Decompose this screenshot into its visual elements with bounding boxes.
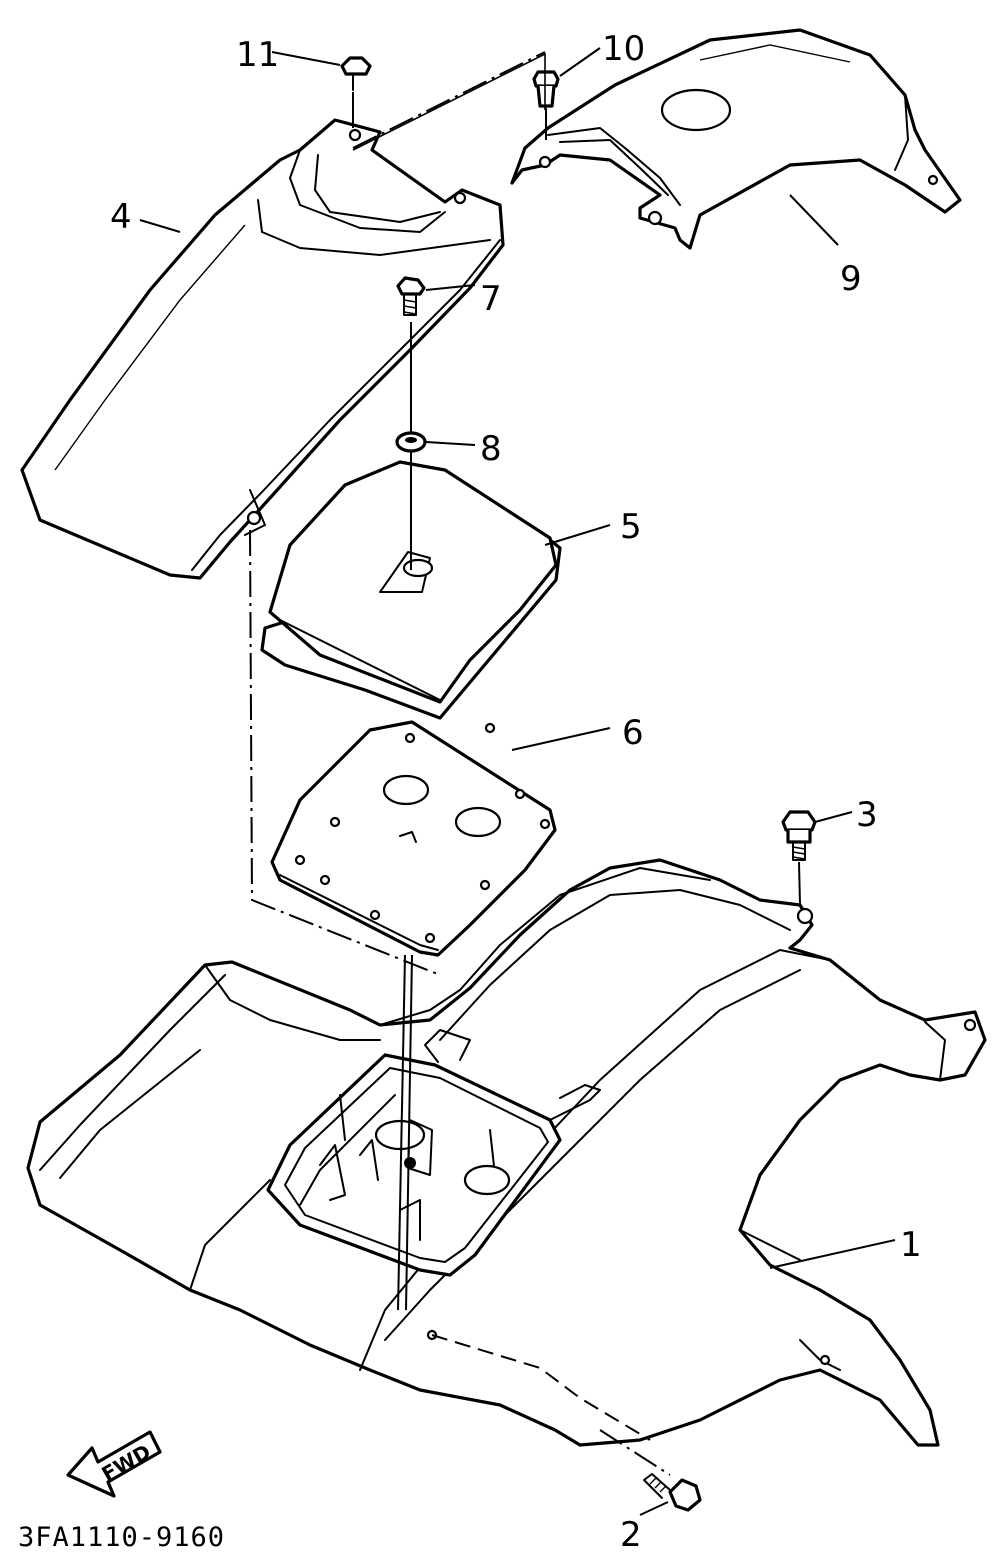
forward-direction-arrow: FWD [66,1430,162,1498]
callout-9: 9 [840,259,862,299]
callout-7: 7 [480,279,502,319]
callout-2: 2 [620,1515,642,1555]
part-5-lid [260,460,562,720]
part-2-bolt [643,1473,702,1512]
part-3-bolt [781,810,817,861]
callout-5: 5 [620,507,642,547]
part-11-screw [340,56,372,91]
part-8-washer [395,431,427,453]
part-4-rear-cover [20,118,505,580]
callout-11: 11 [236,35,279,75]
part-7-screw [396,276,426,316]
callout-leaders [139,47,896,1516]
part-1-rear-fender [26,858,987,1447]
callout-6: 6 [622,713,644,753]
callout-10: 10 [602,29,645,69]
callout-4: 4 [110,197,132,237]
part-6-plate [270,720,557,957]
callout-labels: 11 10 4 9 7 8 5 6 3 1 2 [110,29,922,1555]
part-9-upper-cover [510,28,962,250]
assembly-lines [249,51,801,1476]
callout-3: 3 [856,795,878,835]
callout-1: 1 [900,1225,922,1265]
callout-8: 8 [480,429,502,469]
part-10-grommet [532,70,560,108]
drawing-code: 3FA1110-9160 [18,1522,225,1553]
